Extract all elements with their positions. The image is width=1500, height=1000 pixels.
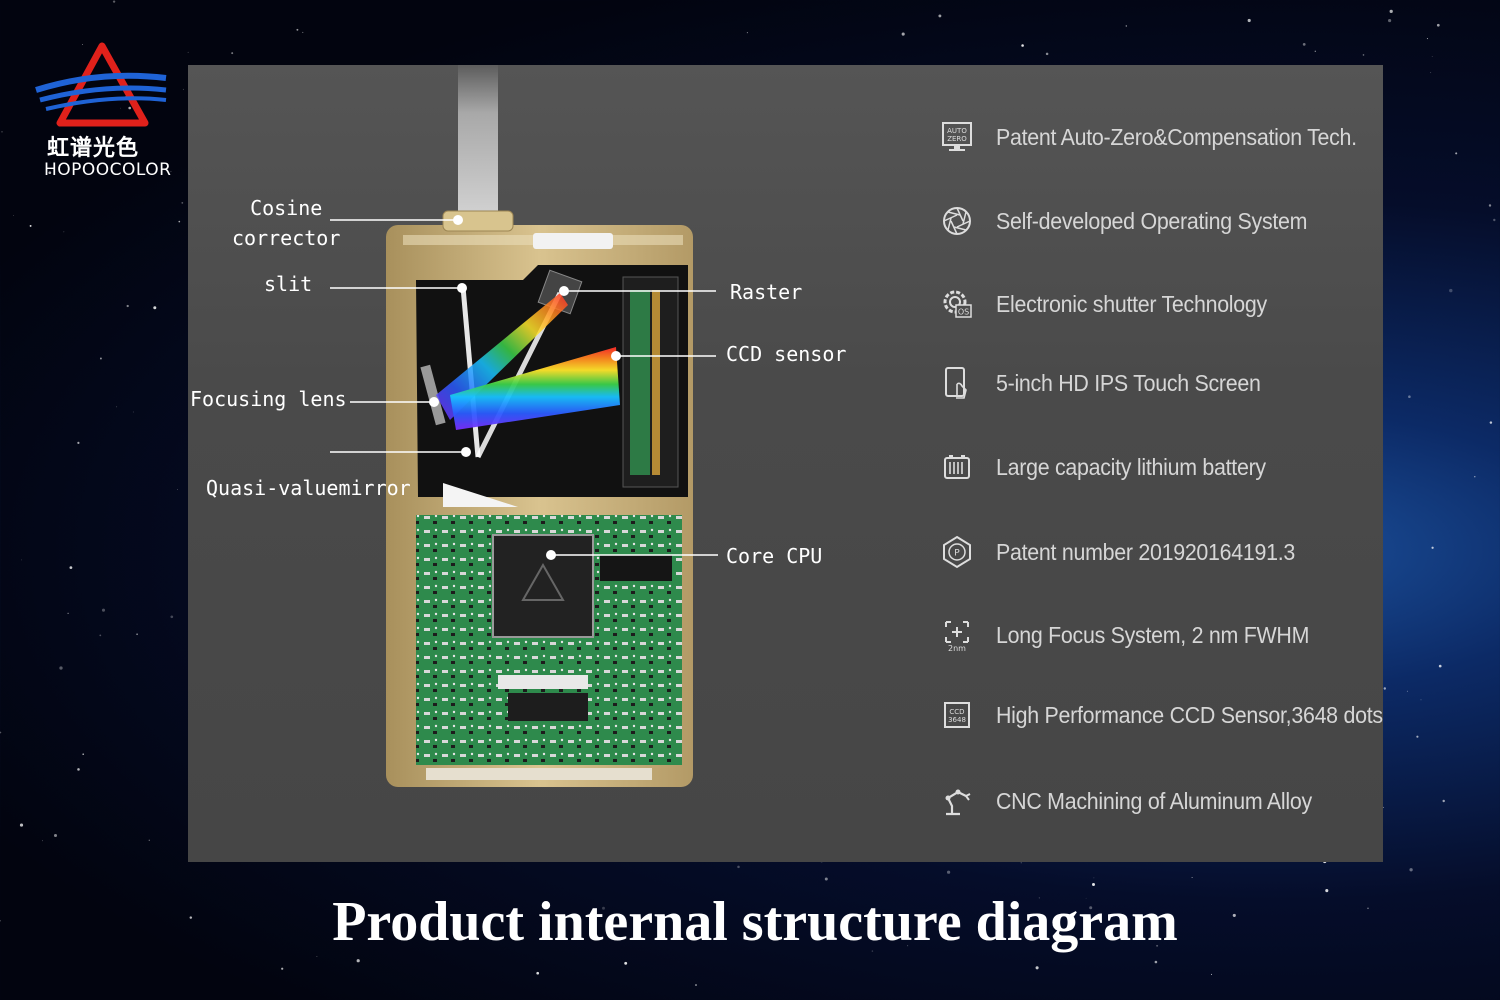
svg-text:OS: OS	[958, 308, 969, 317]
label-cosine-corrector: Cosine corrector	[232, 196, 341, 250]
feature-item: P Patent number 201920164191.3	[940, 535, 1318, 569]
focus-2nm-icon: 2nm	[940, 618, 974, 652]
label-ccd-sensor: CCD sensor	[726, 342, 847, 366]
label-raster: Raster	[730, 280, 803, 304]
feature-label: CNC Machining of Aluminum Alloy	[996, 787, 1312, 814]
label-focusing-lens: Focusing lens	[190, 387, 347, 411]
diagram-caption: Product internal structure diagram	[332, 891, 1178, 953]
feature-item: 5-inch HD IPS Touch Screen	[940, 366, 1281, 400]
svg-text:P: P	[954, 549, 960, 559]
svg-text:2nm: 2nm	[948, 644, 966, 652]
device-cutaway-illustration	[330, 65, 718, 787]
feature-item: CNC Machining of Aluminum Alloy	[940, 784, 1336, 818]
label-quasi-value-mirror: Quasi-valuemirror	[206, 476, 411, 500]
svg-text:ZERO: ZERO	[947, 135, 967, 143]
feature-label: Large capacity lithium battery	[996, 453, 1266, 480]
patent-icon: P	[940, 535, 974, 569]
feature-item: Self-developed Operating System	[940, 204, 1331, 238]
svg-text:3648: 3648	[948, 716, 966, 724]
feature-item: Large capacity lithium battery	[940, 450, 1286, 484]
feature-label: Long Focus System, 2 nm FWHM	[996, 621, 1310, 648]
feature-item: OS Electronic shutter Technology	[940, 287, 1287, 321]
battery-icon	[940, 450, 974, 484]
feature-label: Electronic shutter Technology	[996, 290, 1267, 317]
touch-screen-icon	[940, 366, 974, 400]
aperture-icon	[940, 204, 974, 238]
brand-name-cn: 虹谱光色	[47, 136, 140, 161]
diagram-panel: Cosine corrector slit Focusing lens Quas…	[188, 65, 1383, 862]
svg-text:CCD: CCD	[949, 708, 964, 716]
svg-text:AUTO: AUTO	[947, 127, 967, 135]
gear-os-icon: OS	[940, 287, 974, 321]
feature-label: Patent number 201920164191.3	[996, 538, 1296, 565]
feature-label: Patent Auto-Zero&Compensation Tech.	[996, 123, 1357, 150]
brand-name-en: HOPOOCOLOR	[44, 160, 172, 180]
label-slit: slit	[264, 272, 313, 296]
feature-label: High Performance CCD Sensor,3648 dots	[996, 701, 1383, 728]
feature-label: Self-developed Operating System	[996, 207, 1308, 234]
brand-logo	[35, 42, 167, 127]
label-core-cpu: Core CPU	[726, 544, 823, 568]
feature-item: 2nm Long Focus System, 2 nm FWHM	[940, 618, 1333, 652]
feature-label: 5-inch HD IPS Touch Screen	[996, 369, 1261, 396]
cnc-robot-icon	[940, 784, 974, 818]
